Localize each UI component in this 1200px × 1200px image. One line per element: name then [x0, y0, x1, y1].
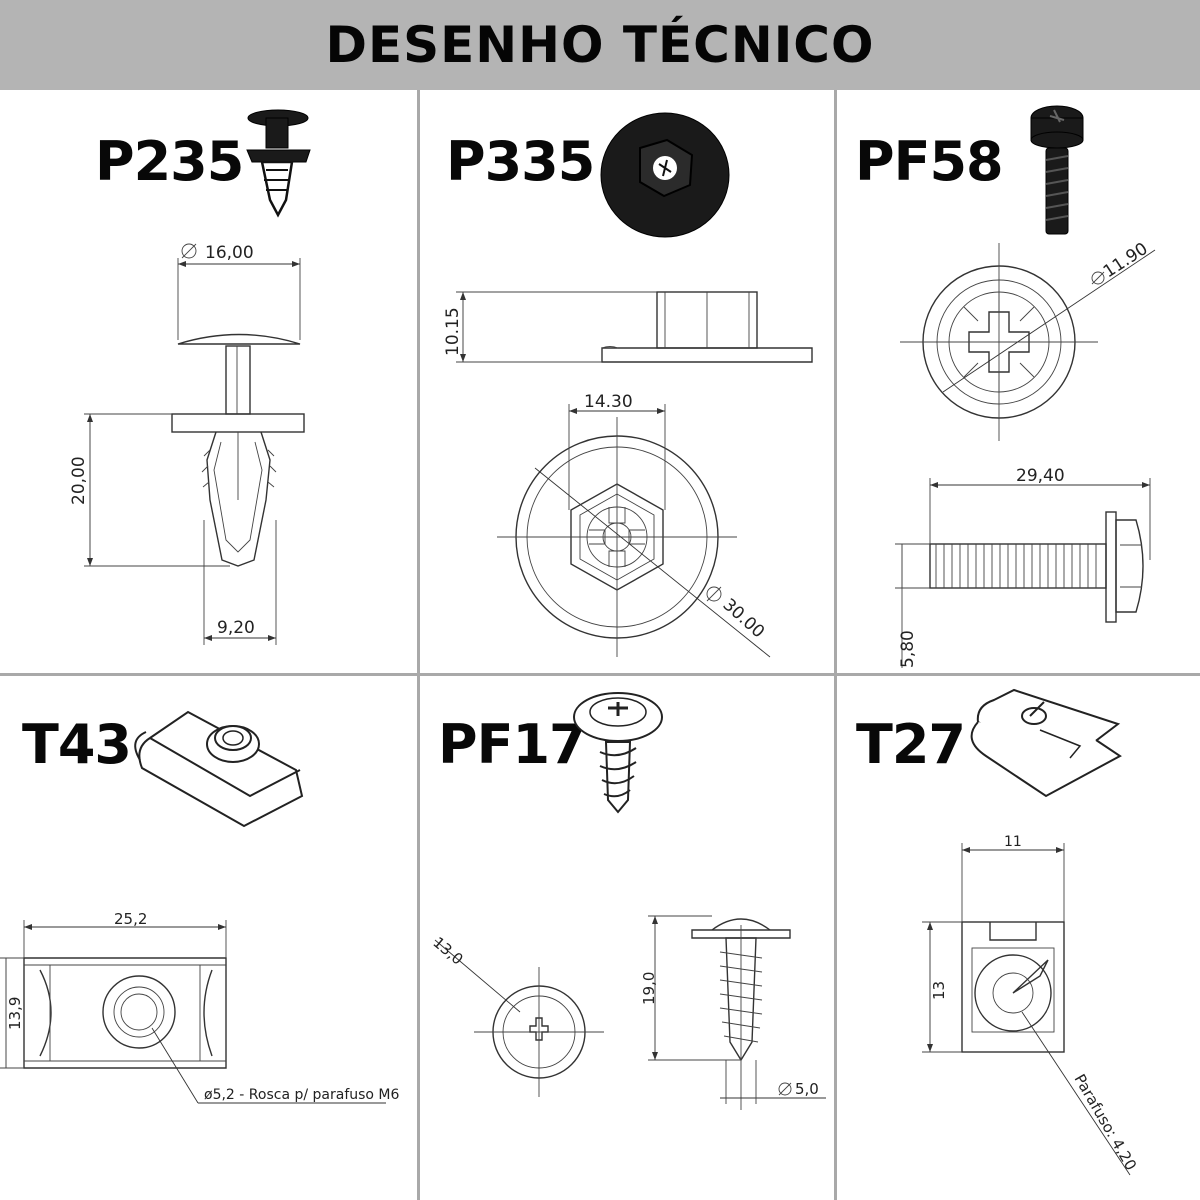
hex-nut-washer-icon — [600, 112, 730, 238]
spring-clip-icon — [970, 688, 1122, 798]
dim-diameter-label: 16,00 — [205, 243, 254, 263]
divider-horizontal — [0, 673, 1200, 676]
title-banner: DESENHO TÉCNICO — [0, 0, 1200, 90]
screw-note: Parafuso: 4,20 — [1071, 1071, 1141, 1173]
dim-shank-label: 5,80 — [898, 630, 918, 668]
part-code: P335 — [446, 130, 595, 193]
part-code: P235 — [95, 130, 244, 193]
dim-height-label: 19,0 — [640, 972, 658, 1005]
thread-note: ø5,2 - Rosca p/ parafuso M6 — [204, 1087, 400, 1103]
part-code: PF17 — [438, 713, 587, 776]
bolt-icon — [1030, 105, 1084, 235]
dim-width-label: 11 — [1004, 834, 1022, 850]
page-title: DESENHO TÉCNICO — [325, 16, 875, 74]
part-code: PF58 — [855, 130, 1004, 193]
divider-vertical-1 — [417, 90, 420, 1200]
dim-width-label: 9,20 — [217, 618, 255, 638]
flange-screw-icon — [573, 692, 663, 814]
dim-shank-label: 5,0 — [795, 1080, 819, 1098]
dim-hex-label: 14.30 — [584, 392, 633, 412]
dim-height-label: 13 — [930, 981, 948, 1000]
dim-width-label: 25,2 — [114, 910, 147, 928]
part-code: T43 — [22, 713, 132, 776]
u-nut-clip-icon — [134, 710, 304, 828]
push-rivet-icon — [246, 109, 311, 218]
dim-height-label: 10.15 — [443, 307, 463, 356]
dim-height-label: 13,9 — [6, 997, 24, 1030]
dim-height-label: 20,00 — [69, 456, 89, 505]
dim-length-label: 29,40 — [1016, 466, 1065, 486]
divider-vertical-2 — [834, 90, 837, 1200]
part-code: T27 — [856, 713, 966, 776]
